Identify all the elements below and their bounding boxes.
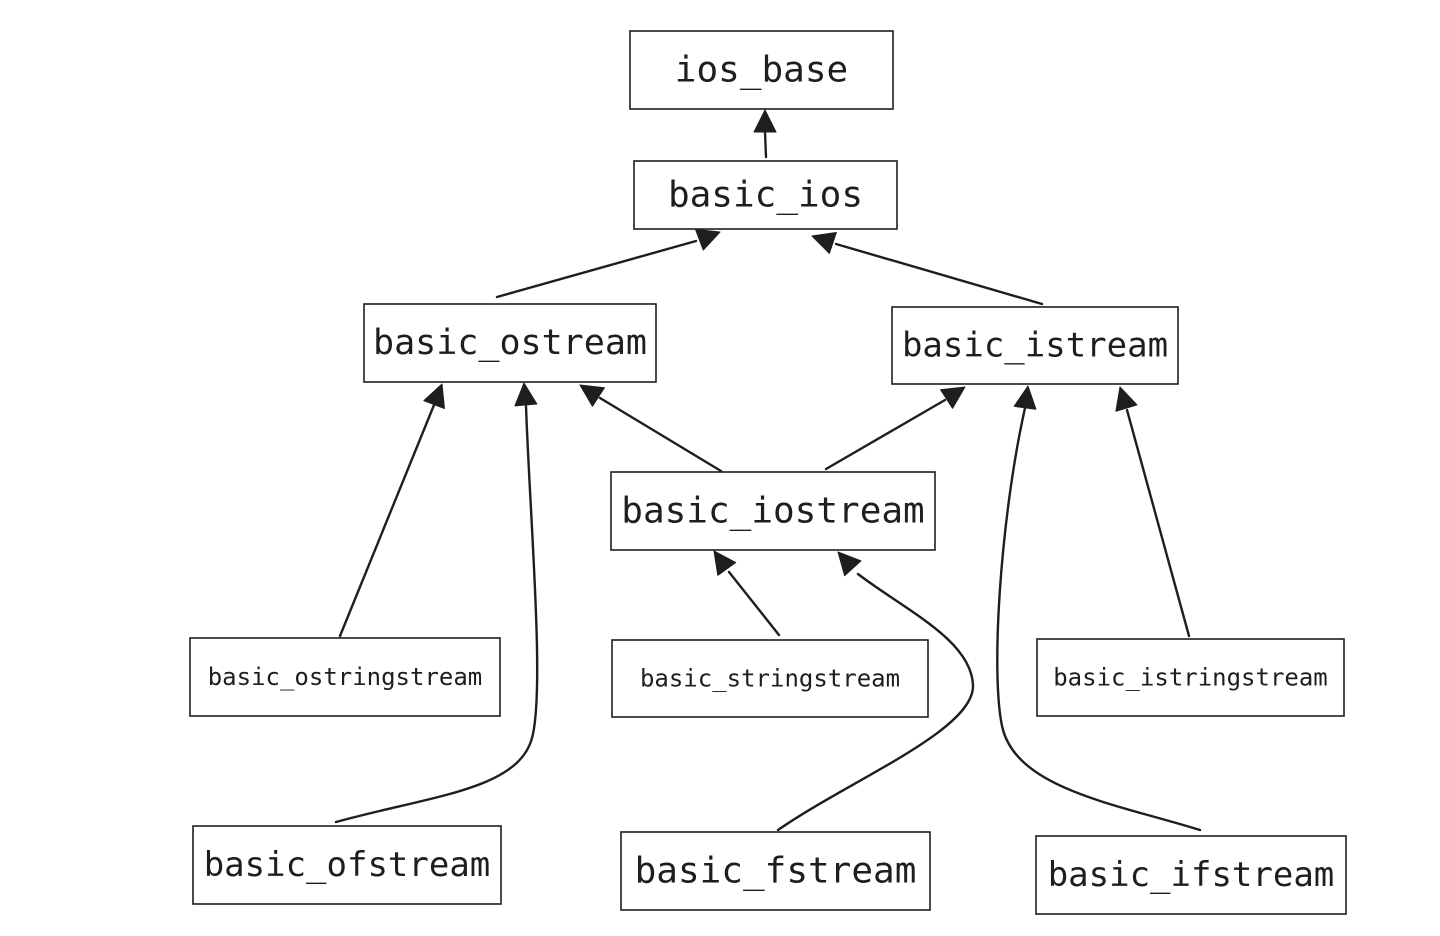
node-label: basic_iostream: [621, 491, 924, 532]
edge-basic_iostream-to-basic_istream: [824, 386, 966, 471]
edge-line: [727, 570, 781, 637]
node-label: basic_istringstream: [1053, 664, 1328, 692]
arrowhead-icon: [1013, 385, 1037, 410]
node-box: [192, 825, 502, 905]
node-box: [1036, 638, 1345, 717]
edges-layer: [334, 109, 1202, 832]
node-label: basic_ostringstream: [208, 663, 483, 691]
node-label: basic_istream: [902, 326, 1168, 366]
node-box: [189, 637, 501, 717]
edge-basic_ostringstream-to-basic_ostream: [338, 383, 445, 638]
node-basic_ostream[interactable]: basic_ostream: [363, 303, 657, 383]
arrowhead-icon: [695, 228, 721, 251]
edge-line: [495, 239, 698, 299]
arrowhead-icon: [514, 382, 538, 407]
arrowhead-icon: [713, 550, 737, 576]
node-basic_iostream[interactable]: basic_iostream: [610, 471, 936, 551]
arrowhead-icon: [837, 551, 862, 577]
node-basic_fstream[interactable]: basic_fstream: [620, 831, 931, 911]
node-box: [1035, 835, 1347, 915]
edge-basic_fstream-to-basic_iostream: [776, 551, 975, 832]
edge-line: [1125, 408, 1191, 638]
edge-line: [338, 403, 436, 638]
edge-basic_ostream-to-basic_ios: [495, 228, 721, 299]
edge-basic_ofstream-to-basic_ostream: [334, 382, 539, 824]
arrowhead-icon: [423, 383, 445, 409]
node-label: ios_base: [675, 50, 848, 91]
arrowhead-icon: [811, 232, 837, 254]
edge-line: [996, 406, 1202, 832]
node-label: basic_stringstream: [640, 665, 900, 693]
node-box: [363, 303, 657, 383]
node-box: [633, 160, 898, 230]
node-box: [620, 831, 931, 911]
node-basic_ostringstream[interactable]: basic_ostringstream: [189, 637, 501, 717]
node-basic_ofstream[interactable]: basic_ofstream: [192, 825, 502, 905]
node-basic_ios[interactable]: basic_ios: [633, 160, 898, 230]
node-label: basic_ios: [668, 175, 863, 216]
node-label: basic_fstream: [635, 851, 917, 892]
node-ios_base[interactable]: ios_base: [629, 30, 894, 110]
node-basic_ifstream[interactable]: basic_ifstream: [1035, 835, 1347, 915]
edge-line: [334, 404, 539, 824]
arrowhead-icon: [579, 384, 605, 407]
node-label: basic_ifstream: [1048, 855, 1335, 895]
nodes-layer: ios_base basic_ios basic_ostream basic_istr…: [189, 30, 1347, 915]
edge-basic_iostream-to-basic_ostream: [579, 384, 723, 473]
node-box: [610, 471, 936, 551]
edge-line: [834, 242, 1044, 306]
node-label: basic_ostream: [373, 323, 647, 363]
node-box: [629, 30, 894, 110]
edge-basic_ios-to-ios_base: [753, 109, 777, 159]
edge-basic_istringstream-to-basic_istream: [1115, 386, 1191, 638]
edge-line: [824, 398, 947, 471]
edge-basic_stringstream-to-basic_iostream: [713, 550, 781, 637]
node-basic_istringstream[interactable]: basic_istringstream: [1036, 638, 1345, 717]
arrowhead-icon: [940, 386, 966, 409]
node-box: [891, 306, 1179, 385]
node-label: basic_ofstream: [204, 845, 491, 885]
edge-basic_istream-to-basic_ios: [811, 232, 1044, 306]
edge-line: [598, 396, 723, 473]
node-basic_istream[interactable]: basic_istream: [891, 306, 1179, 385]
edge-line: [776, 572, 975, 832]
arrowhead-icon: [753, 109, 777, 133]
node-box: [611, 639, 929, 718]
node-basic_stringstream[interactable]: basic_stringstream: [611, 639, 929, 718]
edge-basic_ifstream-to-basic_istream: [996, 385, 1202, 832]
edge-line: [763, 130, 768, 159]
arrowhead-icon: [1115, 386, 1138, 412]
